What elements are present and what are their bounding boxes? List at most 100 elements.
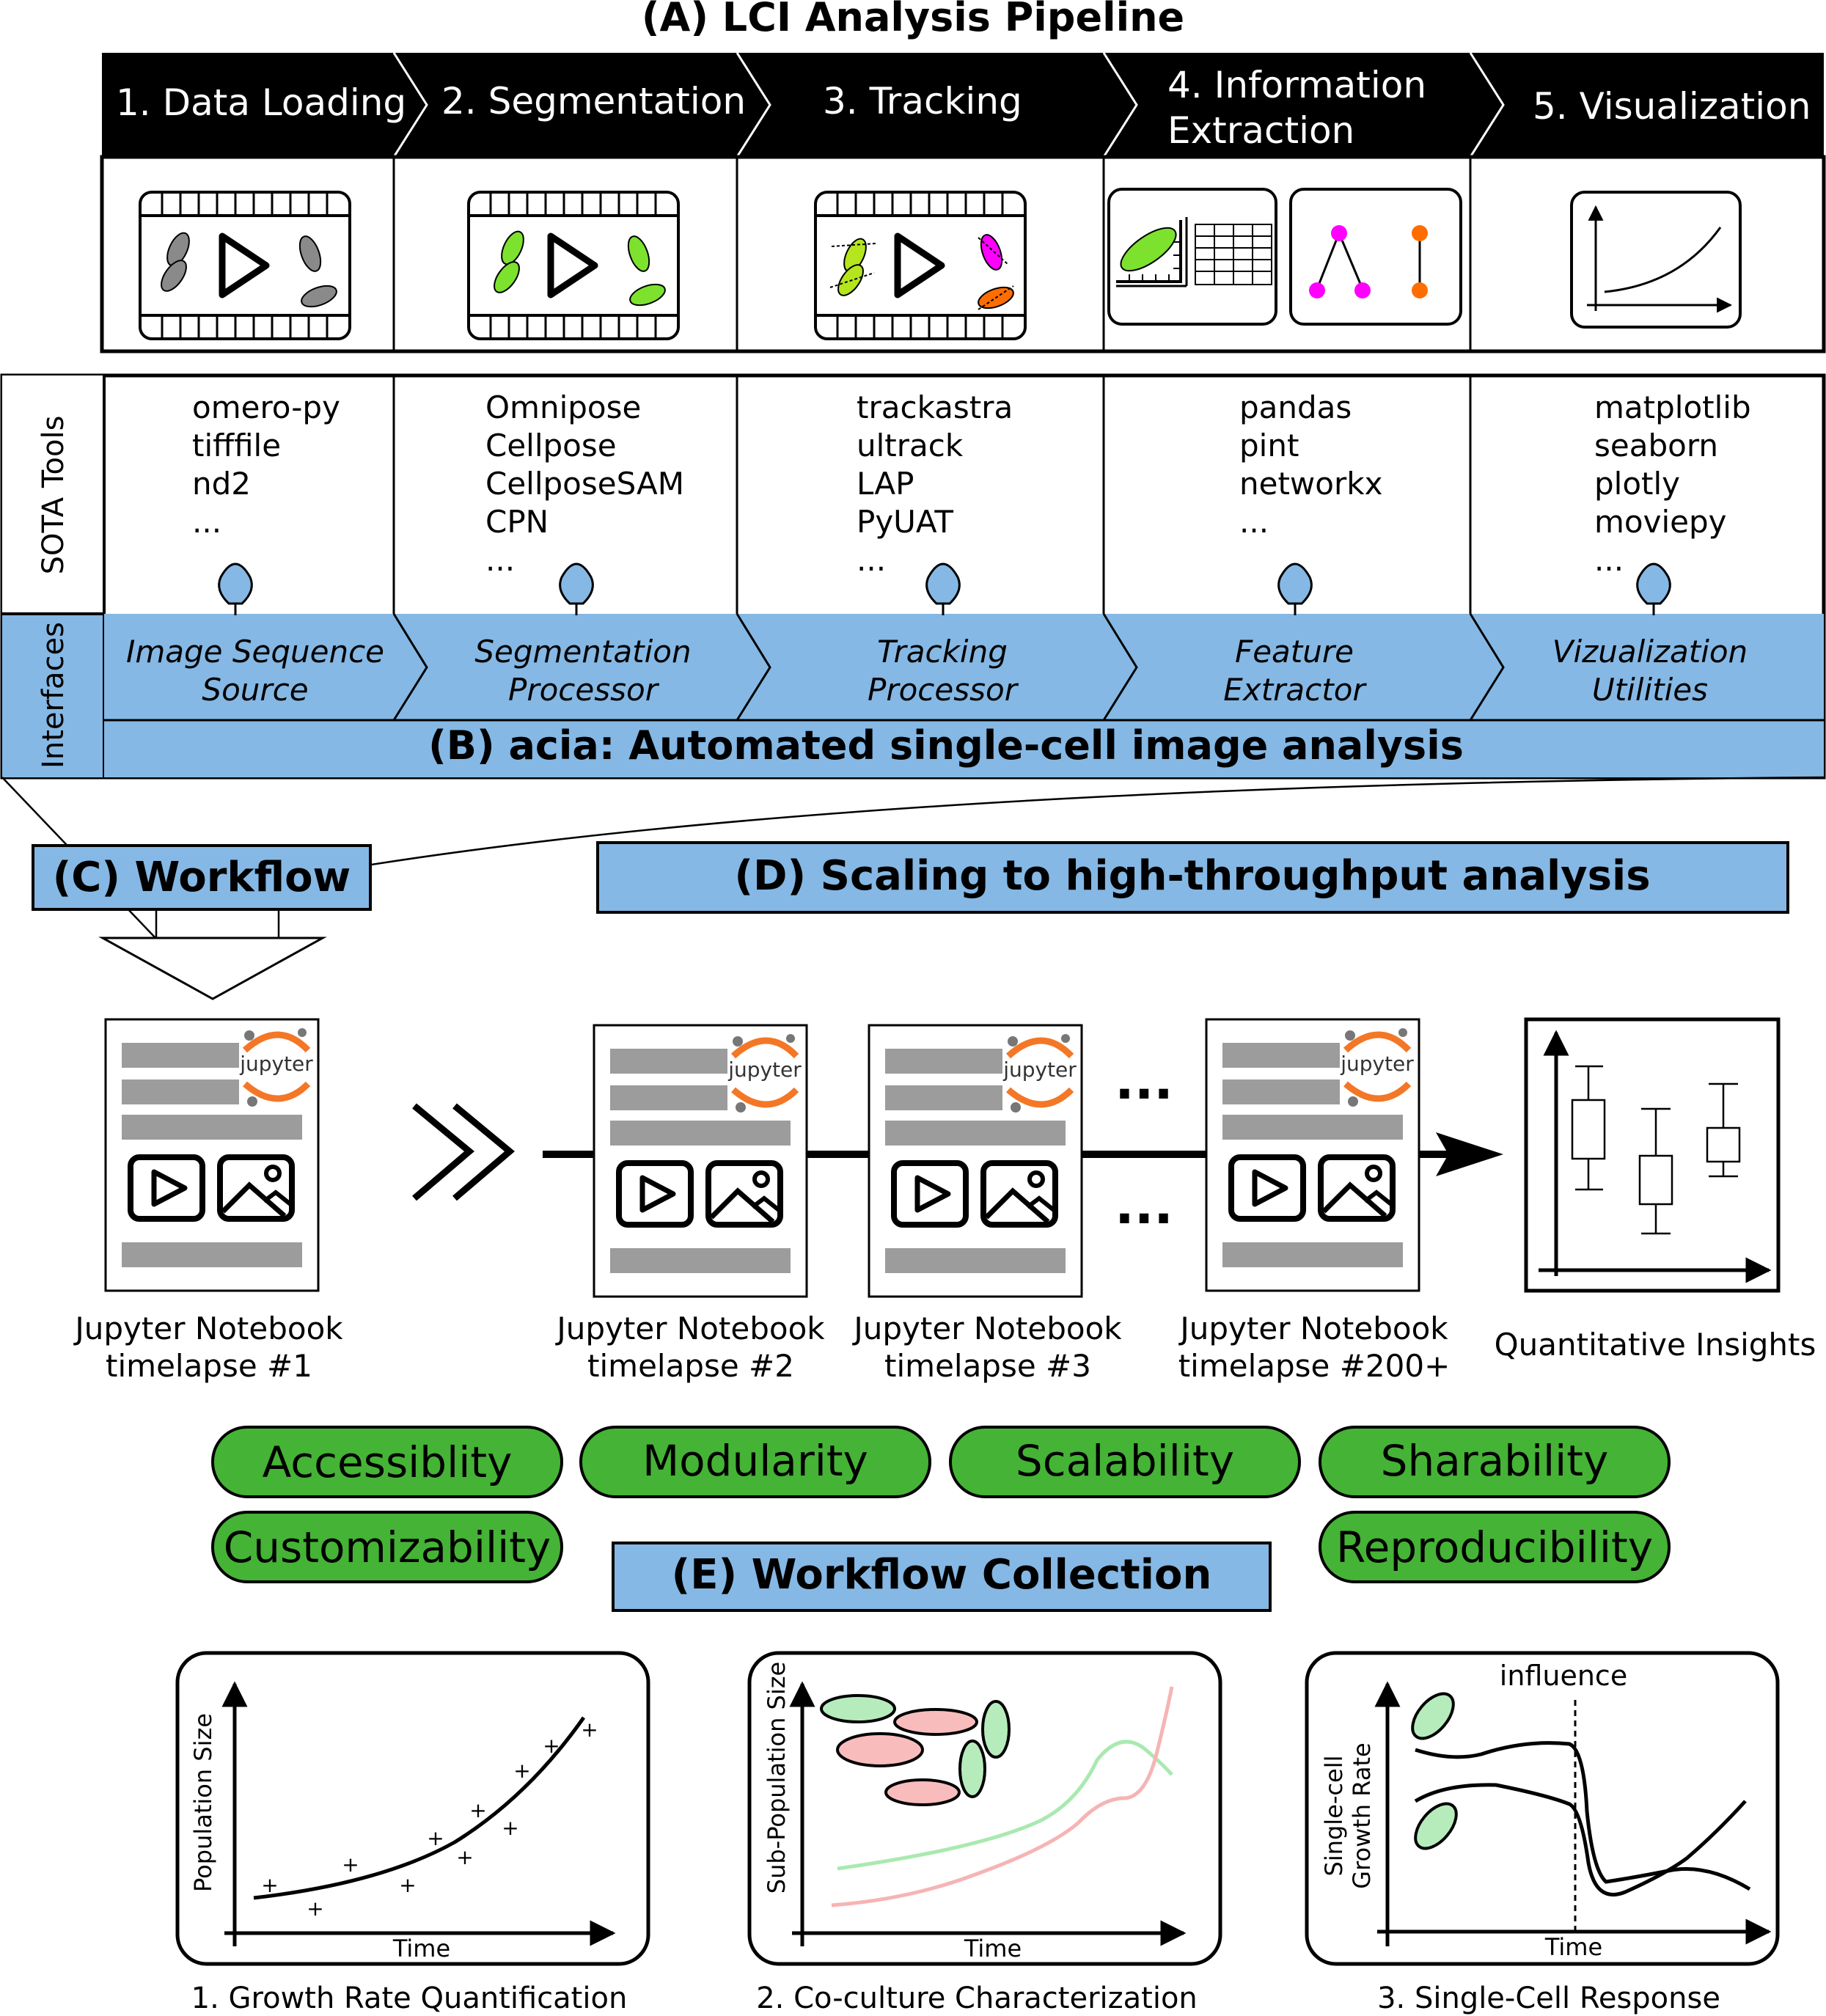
svg-text:+: + bbox=[456, 1845, 473, 1869]
notebook-200: jupyter bbox=[1206, 1019, 1419, 1291]
svg-text:+: + bbox=[502, 1816, 518, 1840]
funnel-triangle bbox=[98, 936, 327, 1000]
svg-text:+: + bbox=[399, 1873, 416, 1897]
notebook-3: jupyter bbox=[869, 1025, 1082, 1297]
scaling-title: (D) Scaling to high-throughput analysis bbox=[734, 852, 1650, 900]
sota-label-cell bbox=[2, 375, 104, 614]
film-strip-icon-loading bbox=[140, 192, 350, 339]
tool-item: CPN bbox=[485, 504, 549, 540]
example-ylabel: Sub-Population Size bbox=[763, 1662, 791, 1894]
influence-annotation: influence bbox=[1500, 1660, 1627, 1692]
tool-item: moviepy bbox=[1594, 504, 1727, 540]
ellipsis-top: ... bbox=[1115, 1051, 1173, 1111]
svg-text:+: + bbox=[261, 1873, 278, 1897]
tool-item: ... bbox=[857, 542, 886, 578]
example-caption: 2. Co-culture Characterization bbox=[756, 1982, 1198, 2015]
sota-tools-label: SOTA Tools bbox=[37, 416, 70, 575]
interfaces-band bbox=[104, 614, 1824, 777]
collection-title-box bbox=[612, 1542, 1272, 1612]
notebook-caption: timelapse #1 bbox=[106, 1348, 312, 1384]
notebook-caption: timelapse #2 bbox=[587, 1348, 794, 1384]
tool-item: pint bbox=[1239, 428, 1299, 463]
pipeline-step-4-line2: Extraction bbox=[1167, 109, 1354, 152]
tool-item: trackastra bbox=[857, 389, 1013, 425]
property-pill bbox=[1319, 1511, 1671, 1583]
property-label: Modularity bbox=[642, 1436, 868, 1486]
tool-item: plotly bbox=[1594, 466, 1680, 502]
interface-name: Segmentation bbox=[474, 634, 691, 670]
svg-text:+: + bbox=[513, 1759, 530, 1783]
interface-connector-icon bbox=[925, 562, 961, 617]
interface-name: Extractor bbox=[1223, 672, 1367, 708]
notebook-caption: timelapse #200+ bbox=[1178, 1348, 1451, 1384]
example-ylabel: Population Size bbox=[189, 1713, 217, 1892]
tool-item: ... bbox=[485, 542, 515, 578]
tool-item: nd2 bbox=[192, 466, 251, 502]
interface-connector-icon bbox=[218, 562, 253, 617]
notebook-caption: Jupyter Notebook bbox=[73, 1311, 343, 1346]
tool-item: tifffile bbox=[192, 428, 281, 463]
pipeline-step-2: 2. Segmentation bbox=[441, 80, 746, 122]
example-single-cell-response: influence Single-cell Growth Rate Time bbox=[1305, 1651, 1780, 1966]
property-label: Accessiblity bbox=[263, 1437, 513, 1487]
property-label: Customizability bbox=[224, 1522, 551, 1572]
tool-item: ... bbox=[192, 504, 221, 540]
jupyter-logo-icon: jupyter bbox=[1340, 1052, 1414, 1076]
example-xlabel: Time bbox=[964, 1935, 1022, 1962]
example-caption: 3. Single-Cell Response bbox=[1377, 1982, 1720, 2015]
property-pills: Accessiblity Modularity Scalability Shar… bbox=[211, 1426, 1671, 1583]
example-coculture: Sub-Population Size Time bbox=[747, 1651, 1222, 1966]
pipeline-step-chevrons bbox=[392, 52, 1505, 158]
tool-item: ... bbox=[1594, 542, 1624, 578]
interface-connector-icon bbox=[1636, 562, 1671, 617]
ellipsis-bottom: ... bbox=[1115, 1176, 1173, 1236]
graph-icon bbox=[1289, 188, 1462, 326]
interface-name: Utilities bbox=[1592, 672, 1708, 708]
tool-item: omero-py bbox=[192, 389, 340, 425]
svg-text:+: + bbox=[543, 1734, 560, 1758]
svg-text:+: + bbox=[469, 1798, 486, 1822]
tool-item: CellposeSAM bbox=[485, 466, 684, 502]
film-strip-icon-tracking bbox=[815, 192, 1025, 339]
example-ylabel: Single-cell bbox=[1320, 1756, 1348, 1877]
pipeline-step-4-line1: 4. Information bbox=[1167, 64, 1426, 106]
tool-item: matplotlib bbox=[1594, 389, 1751, 425]
scaling-title-box bbox=[596, 841, 1789, 914]
jupyter-logo-icon: jupyter bbox=[239, 1052, 313, 1076]
workflow-title: (C) Workflow bbox=[53, 854, 351, 901]
film-strip-icon-segmentation bbox=[469, 192, 678, 339]
tool-item: Omnipose bbox=[485, 389, 641, 425]
notebook-caption: timelapse #3 bbox=[884, 1348, 1091, 1384]
insights-caption: Quantitative Insights bbox=[1495, 1327, 1816, 1363]
pipeline-title: (A) LCI Analysis Pipeline bbox=[642, 0, 1184, 40]
acia-title: (B) acia: Automated single-cell image an… bbox=[428, 722, 1464, 769]
tool-item: ... bbox=[1239, 504, 1269, 540]
property-label: Scalability bbox=[1016, 1436, 1234, 1486]
property-pill bbox=[211, 1511, 563, 1583]
example-xlabel: Time bbox=[392, 1935, 450, 1962]
interface-name: Image Sequence bbox=[126, 634, 384, 670]
property-label: Sharability bbox=[1381, 1436, 1609, 1486]
notebook-caption: Jupyter Notebook bbox=[554, 1311, 825, 1346]
workflow-title-box bbox=[32, 844, 372, 911]
notebook-1: jupyter bbox=[106, 1019, 318, 1291]
interface-name: Tracking bbox=[877, 634, 1008, 670]
interface-name: Feature bbox=[1235, 634, 1354, 670]
pipeline-step-1: 1. Data Loading bbox=[116, 81, 406, 124]
tool-item: ultrack bbox=[857, 428, 964, 463]
notebook-2: jupyter bbox=[594, 1025, 807, 1297]
property-pill bbox=[579, 1426, 931, 1498]
tool-item: LAP bbox=[857, 466, 914, 502]
tool-item: PyUAT bbox=[857, 504, 953, 540]
svg-text:+: + bbox=[427, 1826, 444, 1850]
line-plot-icon bbox=[1570, 191, 1742, 329]
property-pill bbox=[949, 1426, 1301, 1498]
tool-item: networkx bbox=[1239, 466, 1382, 502]
example-xlabel: Time bbox=[1544, 1933, 1602, 1961]
property-pill bbox=[211, 1426, 563, 1498]
interfaces-label-cell bbox=[2, 614, 104, 777]
example-growth-rate: +++++++++++ Population Size Time bbox=[175, 1651, 650, 1966]
tool-item: seaborn bbox=[1594, 428, 1718, 463]
tool-item: pandas bbox=[1239, 389, 1352, 425]
